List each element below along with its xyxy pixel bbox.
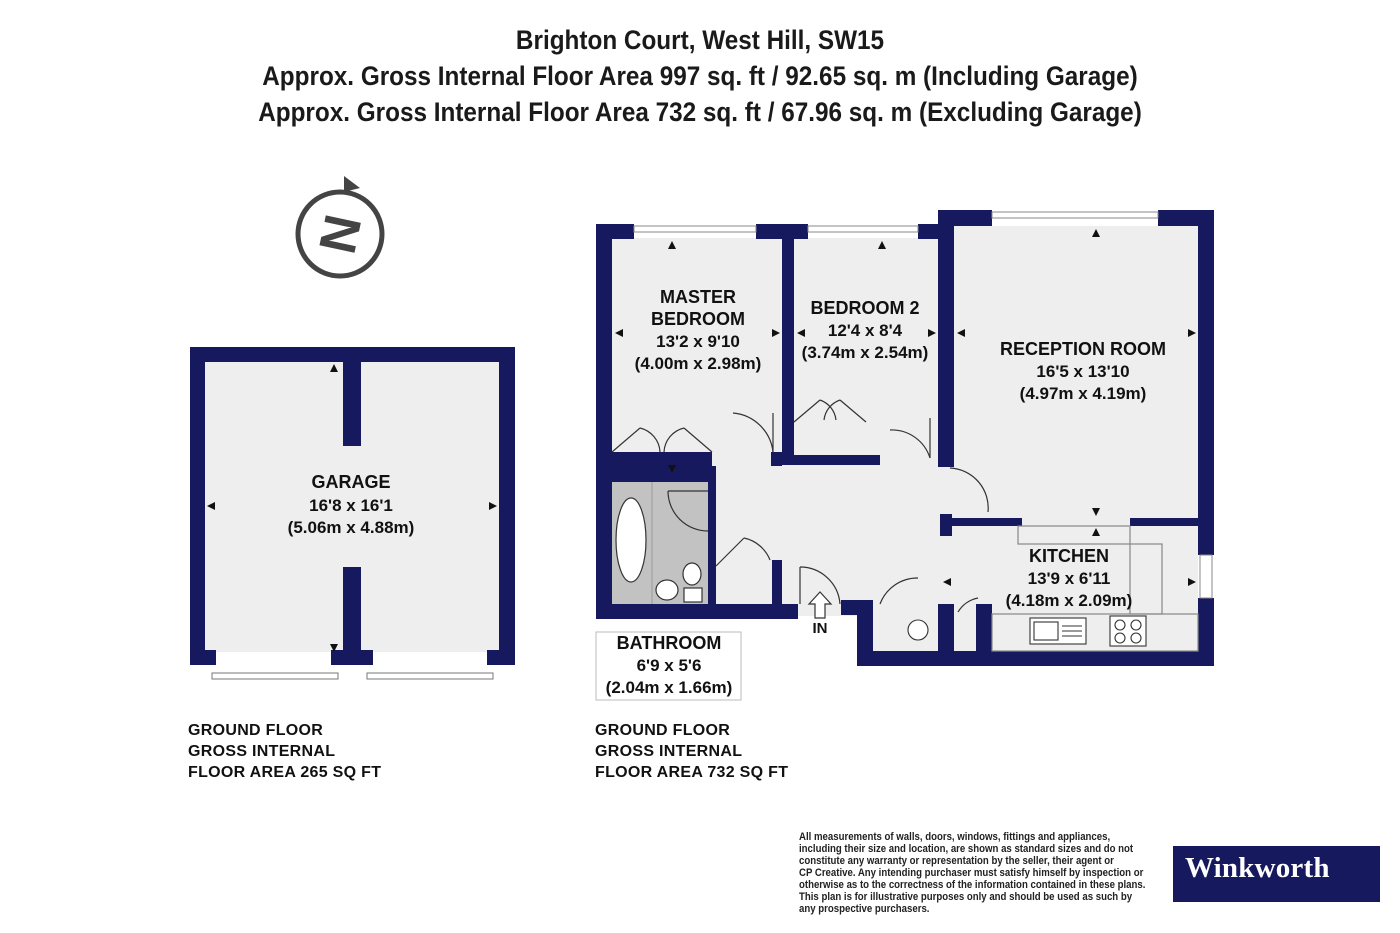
kitchen-metric: (4.18m x 2.09m): [1006, 591, 1133, 610]
entrance-arrow-icon: [807, 591, 833, 619]
compass-north-icon: N: [295, 176, 385, 279]
bathroom-metric: (2.04m x 1.66m): [606, 678, 733, 697]
property-title: Brighton Court, West Hill, SW15: [515, 25, 885, 55]
master-bedroom-imperial: 13'2 x 9'10: [656, 332, 740, 351]
disclaimer: All measurements of walls, doors, window…: [799, 831, 1146, 915]
reception-imperial: 16'5 x 13'10: [1036, 362, 1129, 381]
disclaimer-line: This plan is for illustrative purposes o…: [799, 891, 1133, 903]
entrance-label: IN: [813, 620, 828, 637]
kitchen-fittings: [991, 525, 1199, 652]
reception-name: RECEPTION ROOM: [1000, 339, 1166, 359]
garage-imperial: 16'8 x 16'1: [309, 496, 393, 515]
garage-floor-line3: FLOOR AREA 265 SQ FT: [188, 764, 382, 781]
disclaimer-line: otherwise as to the correctness of the i…: [799, 879, 1146, 891]
bedroom2-name: BEDROOM 2: [810, 298, 919, 318]
winkworth-logo: Winkworth: [1173, 846, 1380, 902]
bedroom2-imperial: 12'4 x 8'4: [828, 321, 903, 340]
main-floor-line1: GROUND FLOOR: [595, 722, 731, 739]
main-floor-line3: FLOOR AREA 732 SQ FT: [595, 764, 789, 781]
disclaimer-line: constitute any warranty or representatio…: [799, 855, 1114, 867]
disclaimer-line: All measurements of walls, doors, window…: [799, 831, 1111, 843]
bathroom-fittings: [615, 497, 703, 603]
garage-name: GARAGE: [311, 472, 390, 492]
disclaimer-line: CP Creative. Any intending purchaser mus…: [799, 867, 1144, 879]
kitchen-name: KITCHEN: [1029, 546, 1109, 566]
bedroom2-metric: (3.74m x 2.54m): [802, 343, 929, 362]
master-bedroom-name-2: BEDROOM: [651, 309, 745, 329]
garage-plan: [190, 347, 515, 680]
brand-name: Winkworth: [1185, 852, 1330, 884]
garage-metric: (5.06m x 4.88m): [288, 518, 415, 537]
flat-plan: [595, 210, 1214, 701]
garage-floor-line2: GROSS INTERNAL: [188, 743, 336, 760]
plan-header: Brighton Court, West Hill, SW15 Approx. …: [0, 22, 1400, 130]
bathroom-name: BATHROOM: [617, 633, 722, 653]
garage-floor-caption: GROUND FLOOR GROSS INTERNAL FLOOR AREA 2…: [188, 720, 381, 783]
garage-floor-line1: GROUND FLOOR: [188, 722, 324, 739]
master-bedroom-name-1: MASTER: [660, 287, 736, 307]
kitchen-imperial: 13'9 x 6'11: [1028, 569, 1111, 588]
disclaimer-line: any prospective purchasers.: [799, 903, 930, 915]
bathroom-imperial: 6'9 x 5'6: [637, 656, 702, 675]
main-floor-line2: GROSS INTERNAL: [595, 743, 743, 760]
reception-metric: (4.97m x 4.19m): [1020, 384, 1147, 403]
disclaimer-line: including their size and location, are s…: [799, 843, 1134, 855]
area-including-garage: Approx. Gross Internal Floor Area 997 sq…: [262, 61, 1138, 91]
master-bedroom-metric: (4.00m x 2.98m): [635, 354, 762, 373]
main-floor-caption: GROUND FLOOR GROSS INTERNAL FLOOR AREA 7…: [595, 720, 788, 783]
area-excluding-garage: Approx. Gross Internal Floor Area 732 sq…: [258, 97, 1142, 127]
